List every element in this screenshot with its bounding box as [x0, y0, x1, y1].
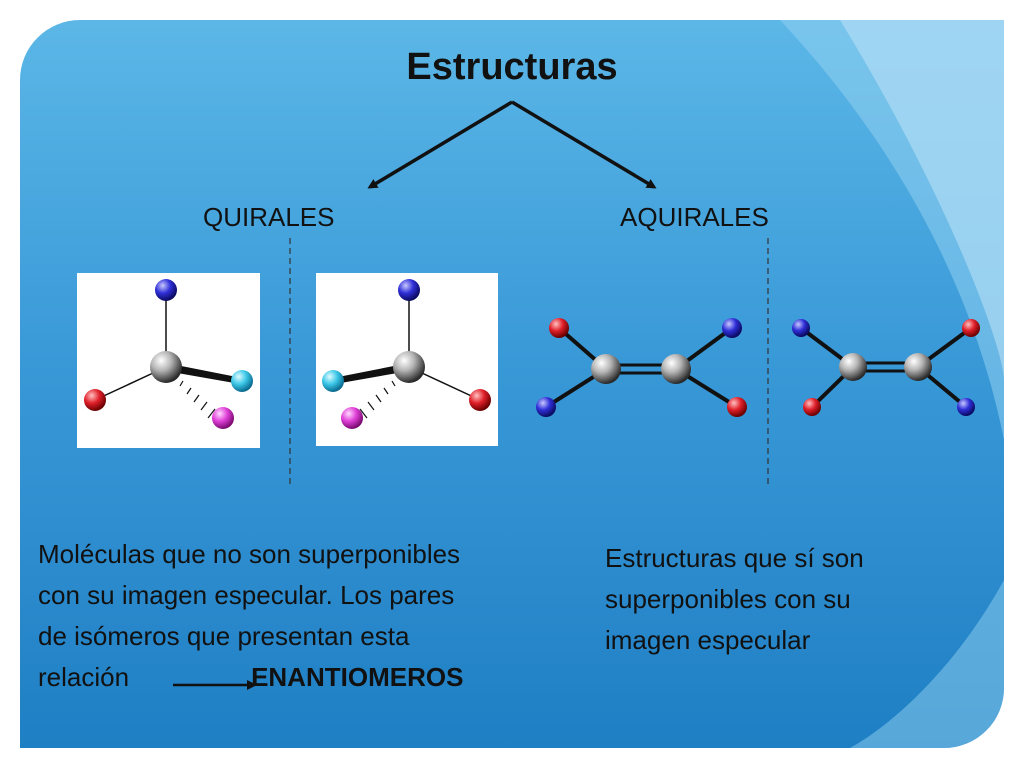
achiral-desc-line-2: superponibles con su: [605, 584, 851, 614]
atom-red: [727, 397, 747, 417]
atom-red: [549, 318, 569, 338]
chiral-molecule-2: [322, 279, 491, 429]
carbon-atom: [661, 354, 691, 384]
carbon-atom: [591, 354, 621, 384]
chiral-description: Moléculas que no son superponibles con s…: [38, 534, 578, 698]
arrow-to-aquirales: [511, 100, 657, 189]
chiral-desc-line-3: de isómeros que presentan esta: [38, 621, 410, 651]
tree-arrows: [367, 100, 657, 189]
atom-blue: [792, 319, 810, 337]
achiral-molecule-2: [792, 319, 980, 416]
atom-cyan: [231, 370, 253, 392]
chiral-desc-line-4-prefix: relación: [38, 662, 130, 692]
atom-red: [803, 398, 821, 416]
atom-blue: [155, 279, 177, 301]
atom-cyan: [322, 370, 344, 392]
atom-blue: [957, 398, 975, 416]
atom-magenta: [212, 407, 234, 429]
achiral-desc-line-3: imagen especular: [605, 625, 811, 655]
carbon-atom: [150, 351, 182, 383]
atom-blue: [398, 279, 420, 301]
atom-red: [469, 389, 491, 411]
carbon-atom: [839, 353, 867, 381]
page-title: Estructuras: [406, 46, 618, 88]
atom-blue: [536, 397, 556, 417]
background-decoration: [780, 20, 1004, 748]
chiral-desc-line-2: con su imagen especular. Los pares: [38, 580, 455, 610]
achiral-description: Estructuras que sí son superponibles con…: [605, 538, 985, 661]
atom-magenta: [341, 407, 363, 429]
chiral-desc-line-1: Moléculas que no son superponibles: [38, 539, 461, 569]
diagram-graphics: [84, 100, 980, 690]
atom-red: [962, 319, 980, 337]
chiral-molecule-1: [84, 279, 253, 429]
atom-blue: [722, 318, 742, 338]
atom-red: [84, 389, 106, 411]
achiral-desc-line-1: Estructuras que sí son: [605, 543, 864, 573]
label-aquirales: AQUIRALES: [620, 202, 769, 232]
enantiomeros-term: ENANTIOMEROS: [251, 662, 464, 692]
slide: Estructuras QUIRALES AQUIRALES: [20, 20, 1004, 748]
label-quirales: QUIRALES: [203, 202, 335, 232]
carbon-atom: [393, 351, 425, 383]
arrow-to-quirales: [367, 100, 513, 189]
carbon-atom: [904, 353, 932, 381]
achiral-molecule-1: [536, 318, 747, 417]
